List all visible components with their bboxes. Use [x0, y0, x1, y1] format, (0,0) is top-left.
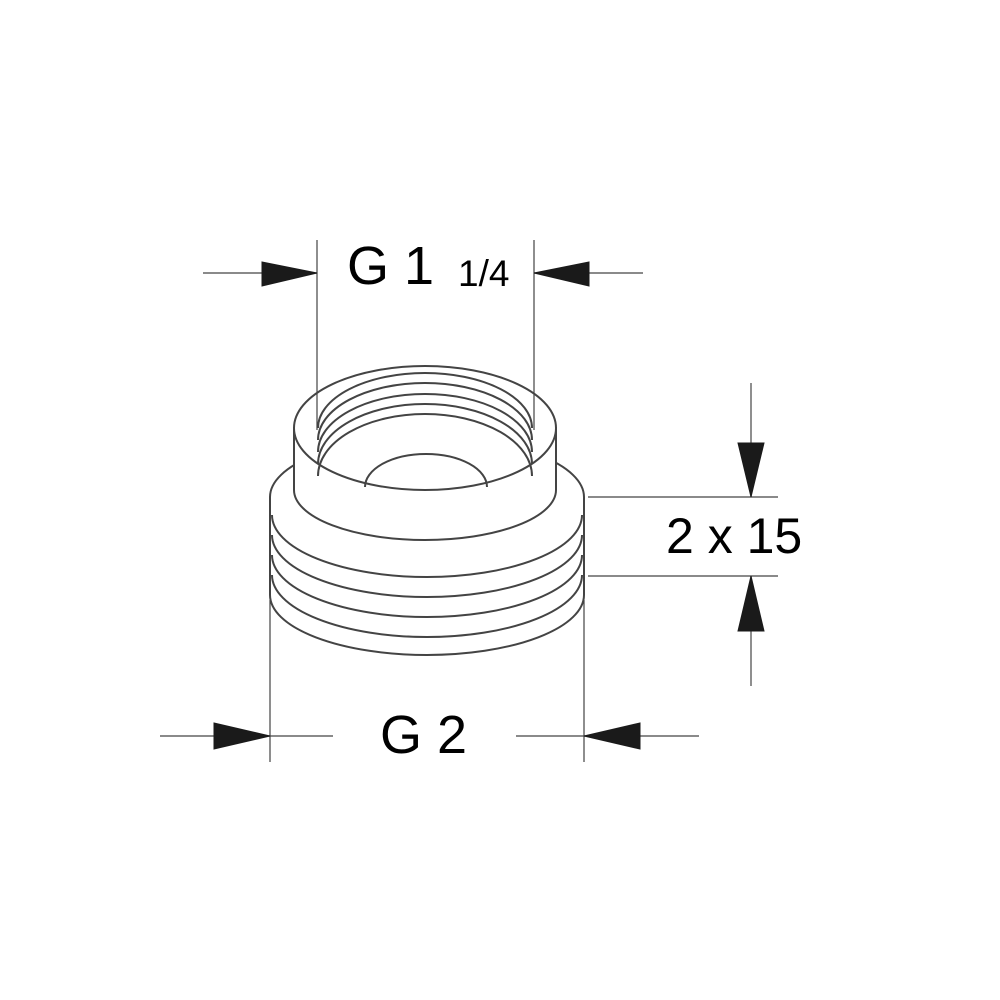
thread-depth-dimension: 2 x 15 [588, 383, 802, 686]
bottom-arrow-left-icon [213, 722, 271, 750]
bottom-thread-dimension: G 2 [160, 600, 699, 765]
collar-top-rim [293, 365, 557, 491]
bottom-arrow-right-icon [583, 722, 641, 750]
internal-thread-ring-1 [317, 372, 533, 429]
top-arrow-left-icon [261, 261, 318, 287]
thread-depth-label: 2 x 15 [666, 508, 802, 564]
depth-arrow-bottom-icon [737, 575, 765, 632]
internal-thread-ring-3 [317, 393, 533, 453]
top-thread-dimension: G 1 1/4 [203, 236, 643, 430]
external-thread-ring-3 [271, 554, 583, 618]
top-arrow-right-icon [533, 261, 590, 287]
top-thread-label: G 1 [347, 236, 434, 296]
internal-thread-ring-4 [317, 403, 533, 465]
internal-thread-ring-2 [317, 382, 533, 441]
external-thread-ring-2 [271, 534, 583, 598]
depth-arrow-top-icon [737, 442, 765, 498]
external-thread-ring-1 [271, 514, 583, 578]
internal-thread-ring-5 [317, 413, 533, 477]
bore-floor [364, 453, 488, 488]
top-thread-fraction: 1/4 [458, 253, 509, 294]
bottom-thread-label: G 2 [380, 705, 467, 765]
external-thread-ring-4 [271, 574, 583, 638]
upper-collar [293, 365, 557, 541]
